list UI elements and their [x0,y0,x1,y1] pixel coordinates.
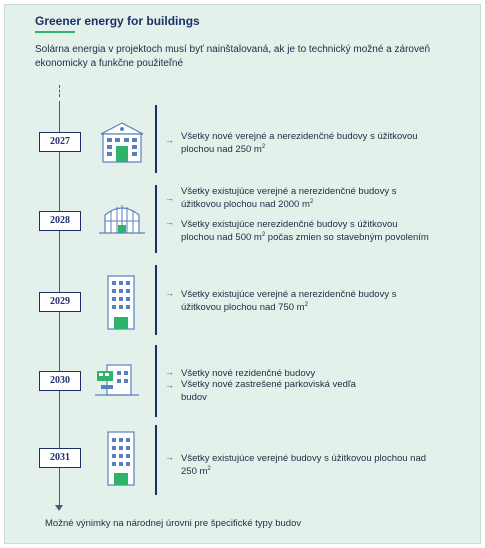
bullet-arrow-icon: → [165,380,174,390]
public-tower-icon [107,431,135,486]
bullet-arrow-icon: → [165,193,174,203]
year-badge-2029: 2029 [39,292,81,312]
page-title: Greener energy for buildings [35,14,200,28]
bullet-arrow-icon: → [165,288,174,298]
timeline-dashed-start [59,85,60,97]
timeline-bracket-2030 [155,345,157,417]
milestone-item: Všetky existujúce verejné a nerezidenčné… [181,186,397,210]
milestone-item: Všetky existujúce verejné a nerezidenčné… [181,289,397,313]
timeline-bracket-2031 [155,425,157,495]
year-badge-2028: 2028 [39,211,81,231]
timeline-bracket-2029 [155,265,157,335]
office-tower-icon [107,275,135,330]
residential-parking-icon [95,364,139,396]
title-underline [35,31,75,33]
milestone-item: Všetky nové rezidenčné budovy [181,368,316,379]
milestone-item: Všetky nové verejné a nerezidenčné budov… [181,131,418,155]
bullet-arrow-icon: → [165,367,174,377]
timeline-arrow-icon [55,505,63,511]
year-badge-2031: 2031 [39,448,81,468]
milestone-item: Všetky existujúce verejné budovy s úžitk… [181,453,427,477]
bullet-arrow-icon: → [165,135,174,145]
milestone-item: Všetky existujúce nerezidenčné budovy s … [181,219,429,243]
commercial-building-icon [99,205,145,234]
bullet-arrow-icon: → [165,452,174,462]
year-badge-2030: 2030 [39,371,81,391]
timeline-bracket-2028 [155,185,157,253]
bullet-arrow-icon: → [165,217,174,227]
timeline-bracket-2027 [155,105,157,173]
infographic-panel: Greener energy for buildings Solárna ene… [4,4,481,544]
year-badge-2027: 2027 [39,132,81,152]
public-building-icon [100,122,144,163]
footnote-text: Možné výnimky na národnej úrovni pre špe… [45,518,302,529]
milestone-item: Všetky nové zastrešené parkoviská vedľa … [181,379,356,403]
intro-text: Solárna energia v projektoch musí byť na… [35,44,431,69]
